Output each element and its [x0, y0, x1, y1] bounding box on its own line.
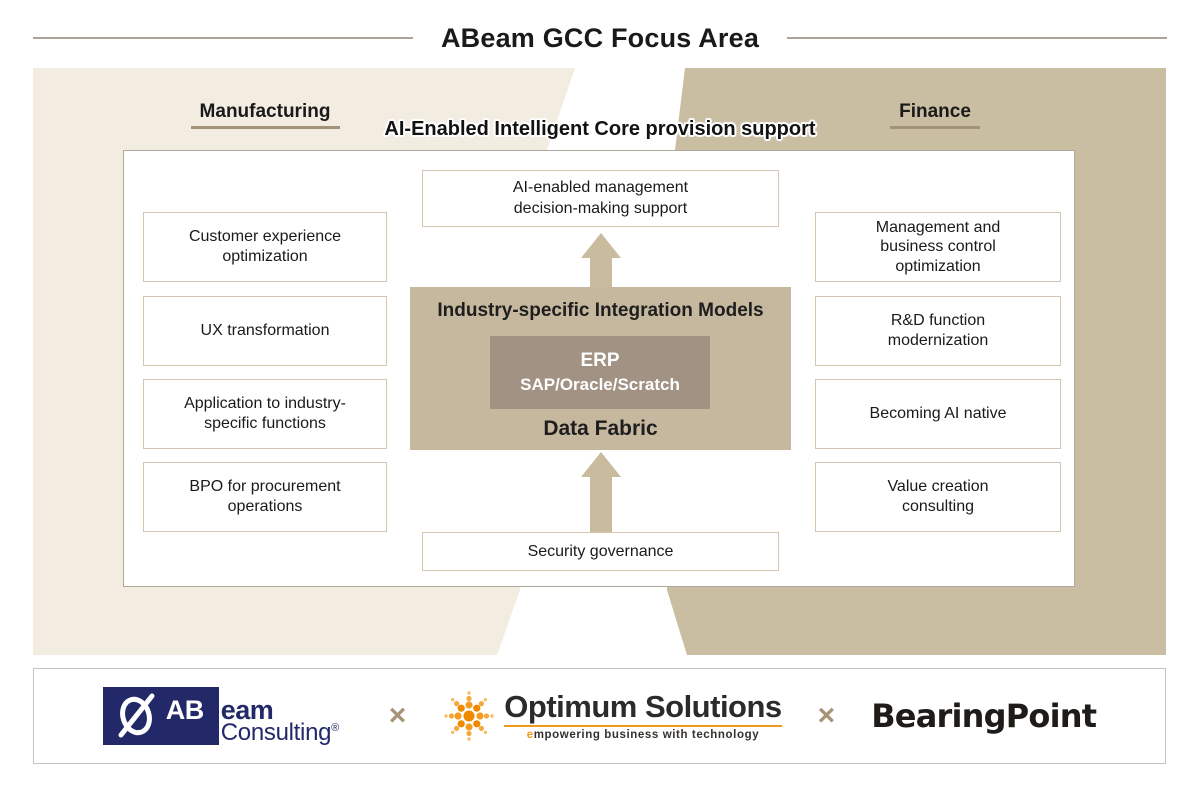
manufacturing-item-label: BPO for procurement operations: [189, 478, 341, 515]
manufacturing-label: Manufacturing: [199, 101, 331, 122]
finance-item-label: Becoming AI native: [869, 405, 1007, 422]
up-arrow-bottom-shaft: [590, 476, 612, 532]
erp-box: ERP SAP/Oracle/Scratch: [490, 336, 710, 409]
manufacturing-item-label: Application to industry-specific functio…: [184, 395, 346, 432]
abeam-wordmark-suffix: eam: [220, 695, 274, 725]
manufacturing-item-box: Customer experience optimization: [143, 212, 387, 282]
optimum-wordmark: Optimum Solutions: [504, 688, 782, 724]
integration-models-title: Industry-specific Integration Models: [437, 300, 764, 321]
abeam-mark-box: [102, 687, 219, 745]
abeam-consulting-word: Consulting: [220, 719, 332, 746]
abeam-registered-mark: ®: [331, 722, 339, 734]
finance-item-label: Management and business control optimiza…: [875, 219, 1001, 275]
finance-item-box: Management and business control optimiza…: [815, 212, 1061, 282]
finance-item-box: Value creation consulting: [815, 462, 1061, 532]
up-arrow-top-shaft: [590, 257, 612, 288]
abeam-wordmark-prefix: AB: [165, 695, 205, 725]
manufacturing-item-label: UX transformation: [200, 322, 330, 339]
finance-item-label: R&D function modernization: [887, 312, 989, 349]
security-governance-box: Security governance: [422, 532, 779, 571]
data-fabric-label: Data Fabric: [543, 417, 658, 440]
manufacturing-underline: [191, 126, 340, 129]
finance-underline: [890, 126, 980, 129]
partner-separator-x: ×: [388, 699, 407, 732]
title-rule-right: [787, 37, 1167, 39]
erp-sublabel: SAP/Oracle/Scratch: [520, 375, 680, 394]
partner-separator-x: ×: [817, 699, 836, 732]
integration-models-block: Industry-specific Integration Models ERP…: [410, 287, 791, 450]
manufacturing-item-box: UX transformation: [143, 296, 387, 366]
title-rule-left: [33, 37, 413, 39]
erp-label: ERP: [580, 350, 620, 371]
manufacturing-item-box: BPO for procurement operations: [143, 462, 387, 532]
core-heading: AI-Enabled Intelligent Core provision su…: [384, 118, 816, 140]
security-governance-label: Security governance: [527, 542, 674, 560]
abeam-consulting-text: Consulting®: [220, 719, 340, 747]
optimum-tagline: empowering business with technology: [526, 729, 760, 742]
page-title: ABeam GCC Focus Area: [440, 22, 760, 53]
finance-item-label: Value creation consulting: [887, 478, 989, 515]
manufacturing-item-box: Application to industry-specific functio…: [143, 379, 387, 449]
finance-label: Finance: [899, 101, 971, 122]
abeam-swoosh-icon: [118, 693, 155, 738]
finance-item-box: Becoming AI native: [815, 379, 1061, 449]
partners-bar: AB eam Consulting® × Optimum Solutions e…: [33, 668, 1166, 764]
optimum-starburst-icon: [444, 691, 494, 741]
decision-support-label: AI-enabled management decision-making su…: [512, 178, 689, 217]
diagram-title-row: ABeam GCC Focus Area: [0, 20, 1200, 56]
optimum-orange-rule: [504, 725, 782, 728]
finance-item-box: R&D function modernization: [815, 296, 1061, 366]
bearingpoint-logo: BearingPoint: [871, 697, 1097, 735]
decision-support-box: AI-enabled management decision-making su…: [422, 170, 779, 227]
optimum-text-block: Optimum Solutions empowering business wi…: [504, 688, 782, 742]
manufacturing-item-label: Customer experience optimization: [188, 228, 342, 265]
abeam-consulting-logo: AB eam Consulting®: [102, 687, 353, 747]
optimum-solutions-logo: Optimum Solutions empowering business wi…: [442, 688, 782, 743]
